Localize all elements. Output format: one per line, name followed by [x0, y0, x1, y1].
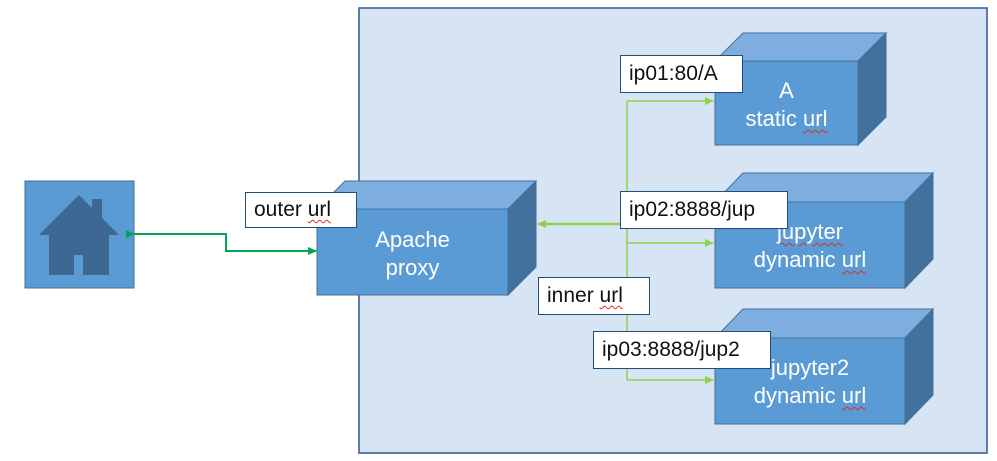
- inner-url-word2: url: [599, 284, 623, 307]
- node-jupyter2-line1: jupyter2: [770, 355, 850, 380]
- node-jupyter2-word-url: url: [841, 383, 867, 408]
- inner-url-label: inner url: [538, 277, 650, 315]
- node-jupyter-word-url: url: [841, 247, 867, 272]
- node-jupyter-line2: dynamic url: [715, 246, 905, 274]
- house-icon: [39, 195, 119, 275]
- proxy-label-line1: Apache: [375, 227, 450, 252]
- node-jupyter2-label: jupyter2 dynamic url: [715, 354, 905, 410]
- route-jup2-label: ip03:8888/jup2: [593, 331, 771, 369]
- outer-url-label: outer url: [245, 192, 357, 228]
- client-node: [24, 180, 135, 289]
- node-a-line1: A: [779, 78, 794, 103]
- node-a-word-url: url: [803, 106, 828, 131]
- outer-url-word1: outer: [254, 198, 302, 221]
- node-a-line2: static url: [715, 105, 858, 133]
- node-jupyter-word-dynamic: dynamic: [753, 247, 836, 272]
- route-jup-label: ip02:8888/jup: [620, 191, 788, 229]
- node-jupyter2: [713, 307, 935, 426]
- node-jupyter2-line2: dynamic url: [715, 382, 905, 410]
- node-jupyter2-word-dynamic: dynamic: [753, 383, 836, 408]
- inner-url-word1: inner: [547, 284, 594, 307]
- outer-url-word2: url: [307, 198, 332, 221]
- node-a-label: A static url: [715, 77, 858, 133]
- proxy-label: Apache proxy: [317, 226, 508, 282]
- node-jupyter-label: jupyter dynamic url: [715, 218, 905, 274]
- proxy-label-line2: proxy: [385, 255, 440, 280]
- route-a-label: ip01:80/A: [620, 55, 743, 93]
- outer-link: [126, 230, 317, 255]
- node-a-word-static: static: [745, 106, 797, 131]
- proxy-node: [315, 179, 538, 297]
